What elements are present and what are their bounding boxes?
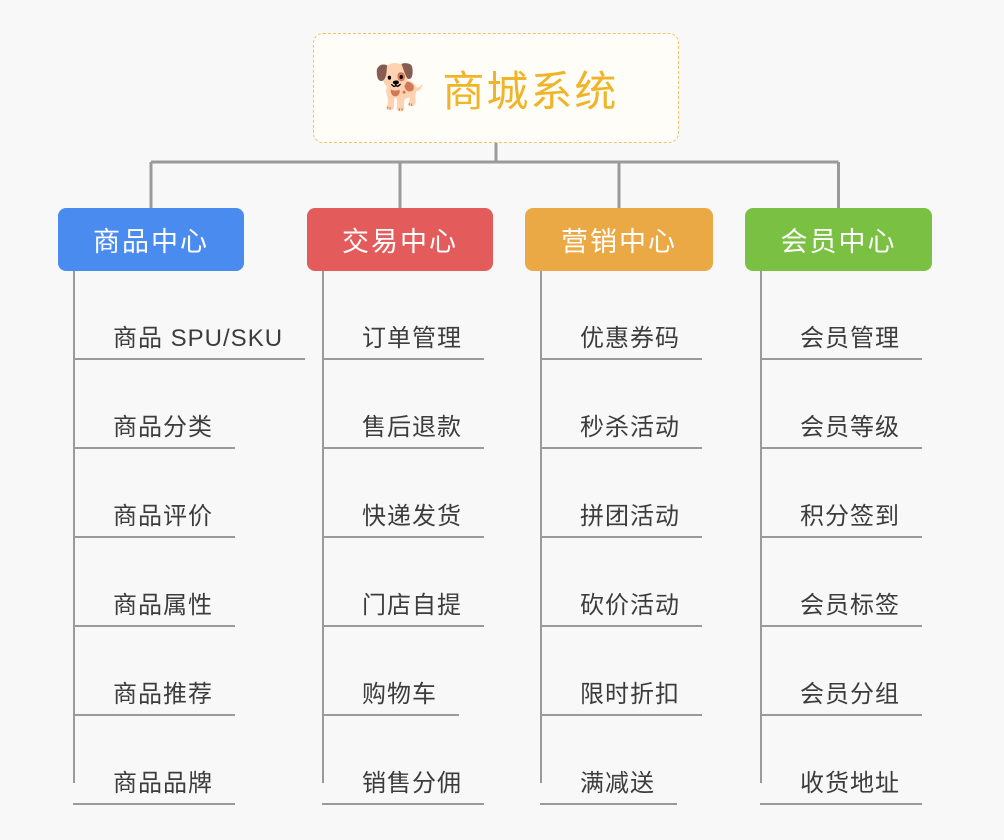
- leaf-item[interactable]: 订单管理: [322, 271, 493, 360]
- leaf-item-label: 订单管理: [362, 324, 462, 352]
- leaf-item[interactable]: 门店自提: [322, 538, 493, 627]
- leaf-list-member-center: 会员管理会员等级积分签到会员标签会员分组收货地址: [745, 271, 932, 805]
- leaf-item-label: 商品推荐: [113, 680, 213, 708]
- branch-header-marketing-center[interactable]: 营销中心: [525, 208, 713, 271]
- leaf-underline: 满减送: [540, 769, 677, 805]
- leaf-item[interactable]: 会员等级: [760, 360, 932, 449]
- leaf-item[interactable]: 商品 SPU/SKU: [73, 271, 306, 360]
- leaf-underline: 订单管理: [322, 324, 484, 360]
- leaf-underline: 砍价活动: [540, 591, 702, 627]
- leaf-item[interactable]: 商品属性: [73, 538, 244, 627]
- leaf-underline: 会员管理: [760, 324, 922, 360]
- leaf-underline: 会员等级: [760, 413, 922, 449]
- leaf-underline: 会员标签: [760, 591, 922, 627]
- leaf-item-label: 购物车: [362, 680, 437, 708]
- leaf-item[interactable]: 收货地址: [760, 716, 932, 805]
- leaf-item[interactable]: 商品品牌: [73, 716, 244, 805]
- leaf-underline: 拼团活动: [540, 502, 702, 538]
- leaf-item[interactable]: 砍价活动: [540, 538, 713, 627]
- leaf-underline: 商品品牌: [73, 769, 235, 805]
- leaf-item-label: 秒杀活动: [580, 413, 680, 441]
- leaf-list-trade-center: 订单管理售后退款快递发货门店自提购物车销售分佣: [307, 271, 493, 805]
- leaf-item[interactable]: 商品推荐: [73, 627, 244, 716]
- leaf-item-label: 售后退款: [362, 413, 462, 441]
- root-title: 商城系统: [442, 67, 619, 115]
- leaf-item[interactable]: 积分签到: [760, 449, 932, 538]
- leaf-underline: 优惠券码: [540, 324, 702, 360]
- leaf-item[interactable]: 快递发货: [322, 449, 493, 538]
- branch-header-label: 商品中心: [93, 227, 209, 257]
- leaf-item-label: 门店自提: [362, 591, 462, 619]
- leaf-item[interactable]: 会员管理: [760, 271, 932, 360]
- leaf-list-marketing-center: 优惠券码秒杀活动拼团活动砍价活动限时折扣满减送: [525, 271, 713, 805]
- leaf-underline: 会员分组: [760, 680, 922, 716]
- leaf-item-label: 满减送: [580, 769, 655, 797]
- leaf-item-label: 限时折扣: [580, 680, 680, 708]
- leaf-item-label: 积分签到: [800, 502, 900, 530]
- leaf-underline: 秒杀活动: [540, 413, 702, 449]
- leaf-item[interactable]: 商品评价: [73, 449, 244, 538]
- leaf-underline: 商品推荐: [73, 680, 235, 716]
- leaf-underline: 商品属性: [73, 591, 235, 627]
- leaf-item[interactable]: 秒杀活动: [540, 360, 713, 449]
- leaf-underline: 商品分类: [73, 413, 235, 449]
- leaf-item[interactable]: 限时折扣: [540, 627, 713, 716]
- leaf-item-label: 会员管理: [800, 324, 900, 352]
- branch-marketing-center: 营销中心优惠券码秒杀活动拼团活动砍价活动限时折扣满减送: [525, 208, 713, 805]
- branch-header-label: 营销中心: [561, 227, 677, 257]
- leaf-item[interactable]: 购物车: [322, 627, 493, 716]
- leaf-item-label: 销售分佣: [362, 769, 462, 797]
- leaf-item[interactable]: 优惠券码: [540, 271, 713, 360]
- leaf-underline: 商品 SPU/SKU: [73, 324, 306, 360]
- leaf-underline: 限时折扣: [540, 680, 702, 716]
- leaf-item-label: 商品 SPU/SKU: [113, 324, 284, 352]
- leaf-item[interactable]: 满减送: [540, 716, 713, 805]
- leaf-underline: 快递发货: [322, 502, 484, 538]
- shiba-dog-face-icon: 🐕: [373, 63, 429, 112]
- branch-header-member-center[interactable]: 会员中心: [745, 208, 932, 271]
- leaf-underline: 积分签到: [760, 502, 922, 538]
- leaf-item[interactable]: 会员分组: [760, 627, 932, 716]
- leaf-item-label: 商品分类: [113, 413, 213, 441]
- leaf-underline: 销售分佣: [322, 769, 484, 805]
- leaf-item[interactable]: 售后退款: [322, 360, 493, 449]
- branch-header-label: 会员中心: [780, 227, 897, 257]
- leaf-item-label: 商品属性: [113, 591, 213, 619]
- leaf-underline: 商品评价: [73, 502, 235, 538]
- leaf-underline: 门店自提: [322, 591, 484, 627]
- branch-member-center: 会员中心会员管理会员等级积分签到会员标签会员分组收货地址: [745, 208, 932, 805]
- branch-header-label: 交易中心: [342, 227, 458, 257]
- leaf-item[interactable]: 商品分类: [73, 360, 244, 449]
- branch-header-product-center[interactable]: 商品中心: [58, 208, 244, 271]
- leaf-item-label: 拼团活动: [580, 502, 680, 530]
- branch-header-trade-center[interactable]: 交易中心: [307, 208, 493, 271]
- root-node[interactable]: 🐕 商城系统: [313, 33, 679, 143]
- branch-product-center: 商品中心商品 SPU/SKU 商品分类商品评价商品属性商品推荐商品品牌: [58, 208, 306, 805]
- leaf-item-label: 会员等级: [800, 413, 900, 441]
- leaf-item[interactable]: 拼团活动: [540, 449, 713, 538]
- leaf-item-label: 优惠券码: [580, 324, 680, 352]
- leaf-item-label: 商品评价: [113, 502, 213, 530]
- leaf-item[interactable]: 销售分佣: [322, 716, 493, 805]
- leaf-item-label: 砍价活动: [580, 591, 680, 619]
- leaf-underline: 收货地址: [760, 769, 922, 805]
- leaf-item-label: 会员分组: [800, 680, 900, 708]
- leaf-list-product-center: 商品 SPU/SKU 商品分类商品评价商品属性商品推荐商品品牌: [58, 271, 306, 805]
- branch-trade-center: 交易中心订单管理售后退款快递发货门店自提购物车销售分佣: [307, 208, 493, 805]
- leaf-item-label: 商品品牌: [113, 769, 213, 797]
- leaf-item-label: 收货地址: [800, 769, 900, 797]
- leaf-underline: 售后退款: [322, 413, 484, 449]
- leaf-item[interactable]: 会员标签: [760, 538, 932, 627]
- leaf-item-label: 快递发货: [362, 502, 462, 530]
- leaf-item-label: 会员标签: [800, 591, 900, 619]
- leaf-underline: 购物车: [322, 680, 459, 716]
